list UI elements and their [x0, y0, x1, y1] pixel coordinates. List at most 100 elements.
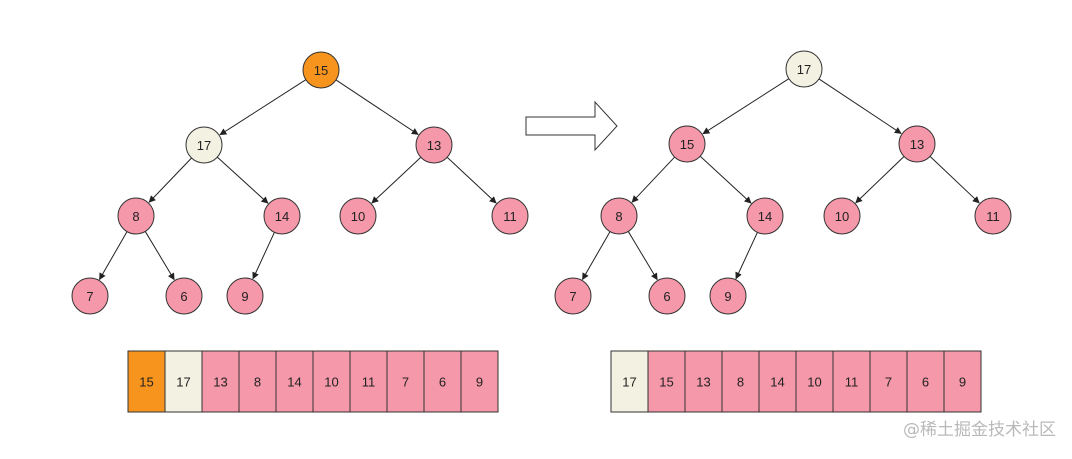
tree-node: 14	[746, 197, 784, 235]
array-cell-box	[684, 350, 723, 413]
tree-node-label: 17	[797, 62, 811, 77]
array-cell-label: 6	[922, 375, 929, 390]
tree-node-circle	[491, 197, 529, 235]
tree-node-circle	[71, 277, 109, 315]
array-cell: 13	[201, 350, 240, 413]
tree-node-label: 17	[197, 138, 211, 153]
array-cell-label: 10	[807, 375, 821, 390]
tree-node-label: 9	[724, 289, 731, 304]
tree-node: 11	[974, 197, 1012, 235]
tree-node-circle	[668, 125, 706, 163]
array-cell: 6	[423, 350, 462, 413]
array-cell: 15	[127, 350, 166, 413]
array-cell-label: 6	[439, 375, 446, 390]
array-cell-box	[906, 350, 945, 413]
tree-node: 13	[898, 125, 936, 163]
array-cell-label: 10	[324, 375, 338, 390]
tree-node-circle	[709, 277, 747, 315]
array-cell: 13	[684, 350, 723, 413]
tree-node-label: 6	[663, 289, 670, 304]
array-cell-box	[943, 350, 982, 413]
tree-node-label: 15	[314, 63, 328, 78]
tree-edge	[631, 156, 676, 203]
tree-edge	[148, 157, 192, 203]
array-cell-label: 7	[885, 375, 892, 390]
array-cell-box	[238, 350, 277, 413]
tree-node-circle	[785, 50, 823, 88]
tree-node-label: 15	[680, 137, 694, 152]
tree-node: 14	[263, 197, 301, 235]
tree-node: 8	[117, 197, 155, 235]
array-cell-box	[610, 350, 649, 413]
array-cell: 10	[795, 350, 834, 413]
tree-node-circle	[226, 277, 264, 315]
array-cell-label: 7	[402, 375, 409, 390]
array-cell: 11	[349, 350, 388, 413]
array-cell: 17	[610, 350, 649, 413]
watermark: @稀土掘金技术社区	[903, 420, 1056, 440]
tree-edge	[371, 156, 422, 204]
array-cell-label: 11	[362, 375, 376, 390]
tree-node-circle	[974, 197, 1012, 235]
array-cell: 9	[460, 350, 499, 413]
tree-node-circle	[554, 277, 592, 315]
tree-node-circle	[823, 197, 861, 235]
tree-node-label: 14	[275, 209, 289, 224]
tree-edge	[699, 155, 752, 204]
tree-node-label: 6	[180, 289, 187, 304]
array-cell: 17	[164, 350, 203, 413]
tree-node: 10	[339, 197, 377, 235]
tree-node: 6	[648, 277, 686, 315]
array-cell-box	[869, 350, 908, 413]
tree-node-label: 9	[241, 289, 248, 304]
array-cell: 6	[906, 350, 945, 413]
tree-node-label: 13	[427, 138, 441, 153]
transition-arrow-icon	[525, 100, 618, 152]
array-cell: 8	[721, 350, 760, 413]
array-cell: 8	[238, 350, 277, 413]
tree-node-label: 11	[986, 209, 1000, 224]
tree-node: 15	[668, 125, 706, 163]
array-cell: 15	[647, 350, 686, 413]
tree-edge	[929, 156, 980, 204]
array-cell: 14	[758, 350, 797, 413]
tree-node: 7	[71, 277, 109, 315]
tree-edge	[818, 78, 902, 134]
tree-node-label: 10	[351, 209, 365, 224]
array-cell-box	[795, 350, 834, 413]
tree-node-circle	[263, 197, 301, 235]
array-cell-box	[460, 350, 499, 413]
tree-node-label: 10	[835, 209, 849, 224]
array-cell: 9	[943, 350, 982, 413]
tree-node-circle	[415, 126, 453, 164]
tree-node: 9	[226, 277, 264, 315]
tree-node-label: 8	[615, 209, 622, 224]
tree-node-label: 7	[569, 289, 576, 304]
array-cell-box	[349, 350, 388, 413]
tree-node: 17	[185, 126, 223, 164]
array-cell: 11	[832, 350, 871, 413]
tree-edge	[219, 79, 307, 136]
tree-node-label: 14	[758, 209, 772, 224]
tree-node-label: 13	[910, 137, 924, 152]
tree-node-label: 8	[132, 209, 139, 224]
tree-edge	[735, 232, 758, 280]
tree-node: 15	[302, 51, 340, 89]
tree-edge	[144, 231, 175, 281]
array-cell-label: 13	[213, 375, 227, 390]
tree-node-circle	[746, 197, 784, 235]
tree-edge	[702, 78, 790, 135]
array-cell-label: 9	[959, 375, 966, 390]
array-cell-label: 14	[770, 375, 784, 390]
tree-node: 10	[823, 197, 861, 235]
tree-node: 13	[415, 126, 453, 164]
array-cell-label: 13	[696, 375, 710, 390]
tree-node-label: 7	[86, 289, 93, 304]
tree-node-circle	[165, 277, 203, 315]
tree-edge	[582, 231, 611, 281]
tree-node-circle	[600, 197, 638, 235]
tree-edge	[446, 156, 497, 204]
tree-edge	[335, 79, 419, 135]
